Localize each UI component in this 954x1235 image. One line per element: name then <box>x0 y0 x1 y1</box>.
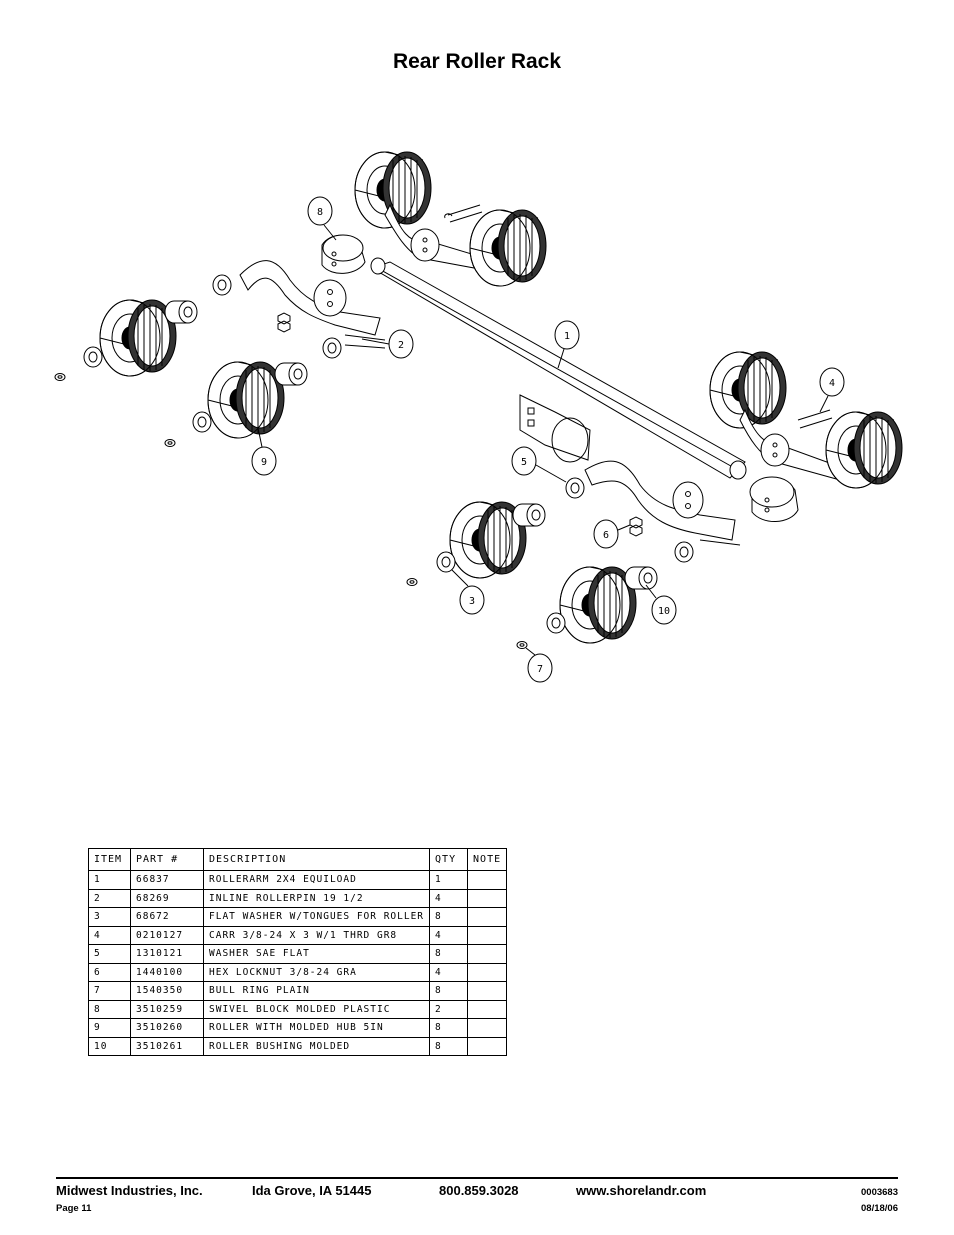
cell-part: 0210127 <box>130 925 204 945</box>
cell-qty: 4 <box>429 888 469 908</box>
cell-part: 1540350 <box>130 981 204 1001</box>
table-row: 8 3510259 SWIVEL BLOCK MOLDED PLASTIC 2 <box>88 999 508 1019</box>
cell-description: BULL RING PLAIN <box>202 981 431 1001</box>
cell-qty: 8 <box>429 907 469 927</box>
cell-item: 2 <box>88 888 131 908</box>
footer-website: www.shorelandr.com <box>576 1183 707 1198</box>
header-note: NOTE <box>467 848 508 871</box>
cell-part: 3510259 <box>130 999 204 1019</box>
cell-note <box>467 962 508 982</box>
callout-2: 2 <box>398 340 404 351</box>
right-arm-assembly <box>584 460 741 546</box>
page-title: Rear Roller Rack <box>392 50 562 73</box>
main-rollerarm-beam <box>370 257 747 480</box>
callouts: 1 2 3 4 5 6 7 8 9 10 <box>251 196 845 683</box>
cell-note <box>467 981 508 1001</box>
top-bogie <box>354 151 547 287</box>
bottom-rollers <box>406 501 658 649</box>
cell-qty: 8 <box>429 944 469 964</box>
cell-note <box>467 999 508 1019</box>
cell-qty: 8 <box>429 1036 469 1056</box>
cell-description: FLAT WASHER W/TONGUES FOR ROLLER <box>202 907 431 927</box>
cell-note <box>467 944 508 964</box>
cell-item: 9 <box>88 1018 131 1038</box>
cell-part: 1310121 <box>130 944 204 964</box>
cell-description: SWIVEL BLOCK MOLDED PLASTIC <box>202 999 431 1019</box>
callout-9: 9 <box>261 457 267 468</box>
header-description: DESCRIPTION <box>202 848 431 871</box>
right-bogie <box>709 351 903 489</box>
callout-4: 4 <box>829 378 835 389</box>
footer-date: 08/18/06 <box>861 1203 898 1214</box>
footer-page-number: Page 11 <box>56 1203 92 1214</box>
cell-description: CARR 3/8-24 X 3 W/1 THRD GR8 <box>202 925 431 945</box>
callout-10: 10 <box>658 606 670 617</box>
cell-qty: 4 <box>429 925 469 945</box>
footer-doc-number: 0003683 <box>861 1187 898 1198</box>
cell-item: 7 <box>88 981 131 1001</box>
table-row: 1 66837 ROLLERARM 2X4 EQUILOAD 1 <box>88 870 508 890</box>
cell-qty: 1 <box>429 870 469 890</box>
cell-qty: 8 <box>429 1018 469 1038</box>
cell-description: ROLLERARM 2X4 EQUILOAD <box>202 870 431 890</box>
cell-part: 68269 <box>130 888 204 908</box>
cell-item: 4 <box>88 925 131 945</box>
callout-5: 5 <box>521 457 527 468</box>
cell-part: 66837 <box>130 870 204 890</box>
cell-description: ROLLER WITH MOLDED HUB 5IN <box>202 1018 431 1038</box>
footer-location: Ida Grove, IA 51445 <box>252 1183 372 1198</box>
cell-qty: 2 <box>429 999 469 1019</box>
cell-note <box>467 888 508 908</box>
cell-note <box>467 1018 508 1038</box>
cell-part: 1440100 <box>130 962 204 982</box>
callout-1: 1 <box>564 331 570 342</box>
cell-item: 1 <box>88 870 131 890</box>
header-part: PART # <box>130 848 204 871</box>
table-header-row: ITEM PART # DESCRIPTION QTY NOTE <box>88 848 508 871</box>
cell-description: INLINE ROLLERPIN 19 1/2 <box>202 888 431 908</box>
table-row: 5 1310121 WASHER SAE FLAT 8 <box>88 944 508 964</box>
cell-item: 5 <box>88 944 131 964</box>
cell-description: WASHER SAE FLAT <box>202 944 431 964</box>
cell-qty: 4 <box>429 962 469 982</box>
cell-item: 8 <box>88 999 131 1019</box>
left-rollers <box>54 299 308 447</box>
cell-qty: 8 <box>429 981 469 1001</box>
cell-description: ROLLER BUSHING MOLDED <box>202 1036 431 1056</box>
cell-part: 3510260 <box>130 1018 204 1038</box>
cell-item: 6 <box>88 962 131 982</box>
small-hardware <box>212 274 694 563</box>
cell-item: 10 <box>88 1036 131 1056</box>
bill-of-materials-table: ITEM PART # DESCRIPTION QTY NOTE 1 66837… <box>88 848 508 1056</box>
callout-6: 6 <box>603 530 609 541</box>
callout-7: 7 <box>537 664 543 675</box>
cell-note <box>467 1036 508 1056</box>
cell-note <box>467 870 508 890</box>
exploded-assembly-drawing: 1 2 3 4 5 6 7 8 9 10 <box>54 151 903 683</box>
footer-company: Midwest Industries, Inc. <box>56 1183 203 1198</box>
cell-item: 3 <box>88 907 131 927</box>
cell-part: 3510261 <box>130 1036 204 1056</box>
table-row: 2 68269 INLINE ROLLERPIN 19 1/2 4 <box>88 888 508 908</box>
footer-divider <box>56 1177 898 1179</box>
footer-phone: 800.859.3028 <box>439 1183 519 1198</box>
left-arm-assembly <box>239 260 386 349</box>
callout-3: 3 <box>469 596 475 607</box>
header-qty: QTY <box>429 848 469 871</box>
table-row: 9 3510260 ROLLER WITH MOLDED HUB 5IN 8 <box>88 1018 508 1038</box>
cell-note <box>467 925 508 945</box>
table-row: 10 3510261 ROLLER BUSHING MOLDED 8 <box>88 1036 508 1056</box>
table-row: 6 1440100 HEX LOCKNUT 3/8-24 GRA 4 <box>88 962 508 982</box>
table-row: 4 0210127 CARR 3/8-24 X 3 W/1 THRD GR8 4 <box>88 925 508 945</box>
table-row: 7 1540350 BULL RING PLAIN 8 <box>88 981 508 1001</box>
cell-description: HEX LOCKNUT 3/8-24 GRA <box>202 962 431 982</box>
cell-part: 68672 <box>130 907 204 927</box>
callout-8: 8 <box>317 207 323 218</box>
swivel-blocks <box>321 234 799 522</box>
cell-note <box>467 907 508 927</box>
header-item: ITEM <box>88 848 131 871</box>
table-row: 3 68672 FLAT WASHER W/TONGUES FOR ROLLER… <box>88 907 508 927</box>
